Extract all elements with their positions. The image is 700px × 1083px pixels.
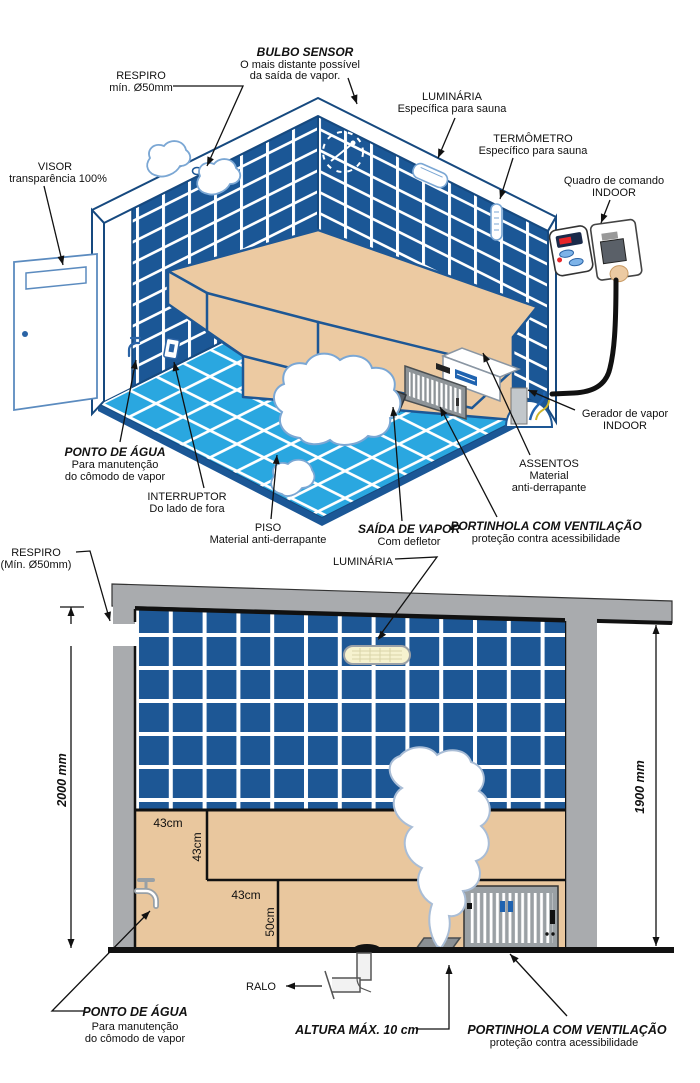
- dim-seat-height: 50cm: [263, 907, 277, 936]
- label-ponto-agua-title: PONTO DE ÁGUA: [64, 444, 165, 459]
- label-portinhola-side-1: proteção contra acessibilidade: [490, 1037, 639, 1049]
- steam-puff-small: [270, 458, 316, 497]
- label-respiro-side-2: (Mín. Ø50mm): [1, 559, 72, 571]
- faucet-icon: [127, 336, 142, 358]
- iso-leader-lines: [43, 77, 611, 522]
- label-portinhola-1: proteção contra acessibilidade: [472, 533, 621, 545]
- bulbo-sensor-icon: [322, 131, 364, 173]
- label-quadro-2: INDOOR: [592, 187, 636, 199]
- iso-view: BULBO SENSOR O mais distante possível da…: [9, 45, 668, 548]
- respiro-steam-puff-1: [146, 140, 192, 178]
- dim-seat-width: 43cm: [231, 888, 260, 902]
- label-ponto-agua-2: do cômodo de vapor: [65, 471, 166, 483]
- quadro-de-comando: [548, 225, 594, 277]
- respiro-steam-puff-2: [196, 158, 242, 196]
- label-gerador-1: Gerador de vapor: [582, 408, 669, 420]
- label-bulbo-sensor-1: O mais distante possível: [240, 59, 360, 71]
- label-interruptor-2: Do lado de fora: [149, 503, 225, 515]
- dimension-1900mm: 1900 mm: [633, 760, 647, 814]
- steam-generator-box: [436, 347, 522, 403]
- label-bulbo-sensor-2: da saída de vapor.: [250, 70, 341, 82]
- label-saida-title: SAÍDA DE VAPOR: [358, 521, 460, 536]
- label-piso-1: PISO: [255, 522, 282, 534]
- power-cable: [549, 277, 619, 397]
- label-bulbo-sensor-title: BULBO SENSOR: [257, 45, 354, 59]
- label-respiro-side-1: RESPIRO: [11, 547, 61, 559]
- label-quadro-1: Quadro de comando: [564, 175, 664, 187]
- drain-pipe: [322, 952, 372, 1000]
- door: [13, 253, 98, 412]
- door-knob: [22, 331, 28, 337]
- left-wall: [113, 604, 135, 950]
- label-assentos-1: ASSENTOS: [519, 458, 579, 470]
- luminaria-icon: [412, 162, 449, 189]
- label-respiro-2: mín. Ø50mm: [109, 82, 173, 94]
- termometro-icon: [490, 203, 503, 241]
- dimension-2000mm: 2000 mm: [55, 753, 69, 808]
- floor-slab: [108, 947, 674, 953]
- label-termometro-2: Específico para sauna: [479, 145, 589, 157]
- visor-window: [25, 266, 87, 290]
- portinhola-side: [463, 885, 559, 951]
- right-wall: [565, 618, 597, 950]
- side-labels: RESPIRO (Mín. Ø50mm) LUMINÁRIA 2000 mm 1…: [1, 547, 667, 1049]
- respiro-duct: [28, 624, 135, 646]
- label-visor-1: VISOR: [38, 161, 72, 173]
- label-luminaria-1: LUMINÁRIA: [422, 90, 483, 103]
- faucet-side-icon: [134, 878, 159, 909]
- label-portinhola-side-title: PORTINHOLA COM VENTILAÇÃO: [467, 1022, 667, 1037]
- iso-labels: BULBO SENSOR O mais distante possível da…: [9, 45, 668, 548]
- iso-right-wall-cap: [547, 213, 557, 426]
- dim-step-width: 43cm: [153, 816, 182, 830]
- label-termometro-1: TERMÔMETRO: [493, 132, 573, 145]
- label-respiro-1: RESPIRO: [116, 70, 166, 82]
- label-assentos-3: anti-derrapante: [512, 482, 587, 494]
- label-luminaria-side: LUMINÁRIA: [333, 555, 394, 568]
- label-assentos-2: Material: [529, 470, 568, 482]
- label-portinhola-title: PORTINHOLA COM VENTILAÇÃO: [450, 518, 642, 533]
- dim-step-height: 43cm: [190, 832, 204, 861]
- label-visor-2: transparência 100%: [9, 173, 107, 185]
- label-ponto-agua-side-2: do cômodo de vapor: [85, 1033, 186, 1045]
- steam-cloud-side: [388, 746, 491, 950]
- label-piso-2: Material anti-derrapante: [210, 534, 327, 546]
- interruptor-icon: [163, 337, 181, 360]
- side-view: RESPIRO (Mín. Ø50mm) LUMINÁRIA 2000 mm 1…: [1, 547, 674, 1049]
- dimension-left: [60, 606, 84, 948]
- label-gerador-2: INDOOR: [603, 420, 647, 432]
- label-luminaria-2: Específica para sauna: [398, 103, 508, 115]
- bench-step-lines: [205, 810, 565, 950]
- tile-top-edge: [134, 607, 566, 623]
- label-ponto-agua-side-1: Para manutenção: [92, 1021, 179, 1033]
- tile-wall: [135, 609, 565, 810]
- portinhola-louver: [404, 364, 467, 421]
- label-ponto-agua-1: Para manutenção: [72, 459, 159, 471]
- dimension-right: [652, 625, 660, 946]
- iso-doorway-gap: [104, 209, 132, 401]
- label-saida-1: Com defletor: [378, 536, 441, 548]
- label-ralo: RALO: [246, 981, 276, 993]
- generator-arch-cutaway: [504, 387, 554, 428]
- luminaria-side-icon: [343, 645, 411, 665]
- side-leader-lines: [50, 550, 568, 1030]
- drain-hump: [352, 944, 382, 951]
- label-altura-max: ALTURA MÁX. 10 cm: [294, 1022, 419, 1037]
- label-interruptor-1: INTERRUPTOR: [147, 491, 226, 503]
- steam-cloud: [273, 352, 402, 446]
- label-ponto-agua-side-title: PONTO DE ÁGUA: [82, 1004, 187, 1019]
- contactor-box: [589, 218, 643, 283]
